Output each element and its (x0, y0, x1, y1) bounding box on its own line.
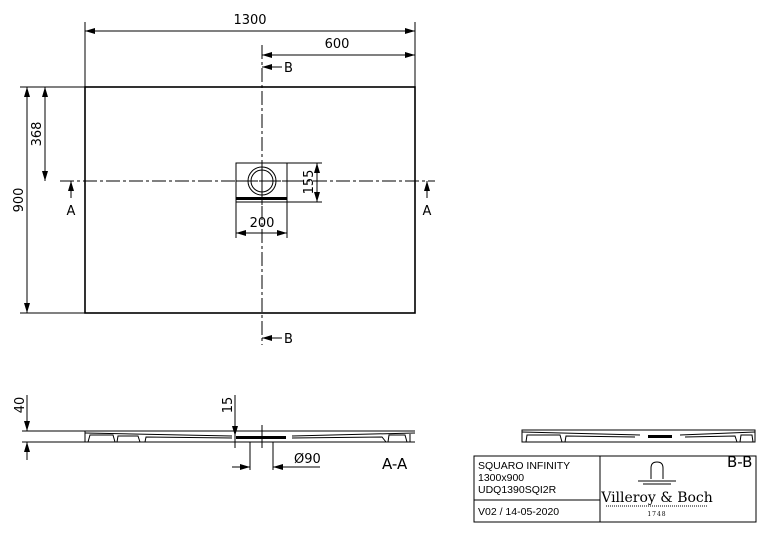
title-block-frame (473, 455, 757, 523)
product-size: 1300x900 (478, 472, 524, 484)
section-marker-a-right: A (423, 204, 432, 219)
drain-width-label: 200 (250, 216, 275, 231)
half-width-label: 600 (325, 37, 350, 52)
title-block: SQUARO INFINITY 1300x900 UDQ1390SQI2R V0… (473, 455, 757, 523)
brand-year: 1748 (647, 511, 666, 518)
brand-name: Villeroy & Boch (600, 490, 713, 506)
version-date: V02 / 14-05-2020 (478, 506, 559, 518)
drain (235, 162, 295, 205)
offset-label: 368 (30, 122, 45, 147)
section-a-a: 40 15 Ø90 A-A (13, 395, 416, 473)
product-code: UDQ1390SQI2R (478, 484, 557, 496)
drain-bar (236, 436, 286, 439)
thickness-label: 40 (13, 397, 28, 414)
width-label: 1300 (233, 13, 266, 28)
drain-height-label: 155 (302, 170, 317, 195)
depth-label: 900 (12, 188, 27, 213)
plan-view: 1300 600 368 900 B B A A 155 200 (12, 13, 435, 347)
brand-logo-icon (638, 461, 676, 485)
tray-outline (84, 86, 416, 314)
section-outline (521, 429, 756, 443)
section-b-b-label: B-B (727, 453, 752, 471)
drain-bar (648, 435, 672, 438)
section-a-a-label: A-A (382, 455, 408, 473)
product-name: SQUARO INFINITY (478, 460, 570, 472)
section-marker-b-top: B (284, 61, 293, 76)
tray-profile (521, 431, 756, 443)
section-marker-a-left: A (67, 204, 76, 219)
section-marker-b-bottom: B (284, 332, 293, 347)
section-b-b: B-B (521, 429, 756, 471)
drain-depth-label: 15 (221, 397, 236, 414)
drain-diameter-label: Ø90 (294, 452, 321, 467)
